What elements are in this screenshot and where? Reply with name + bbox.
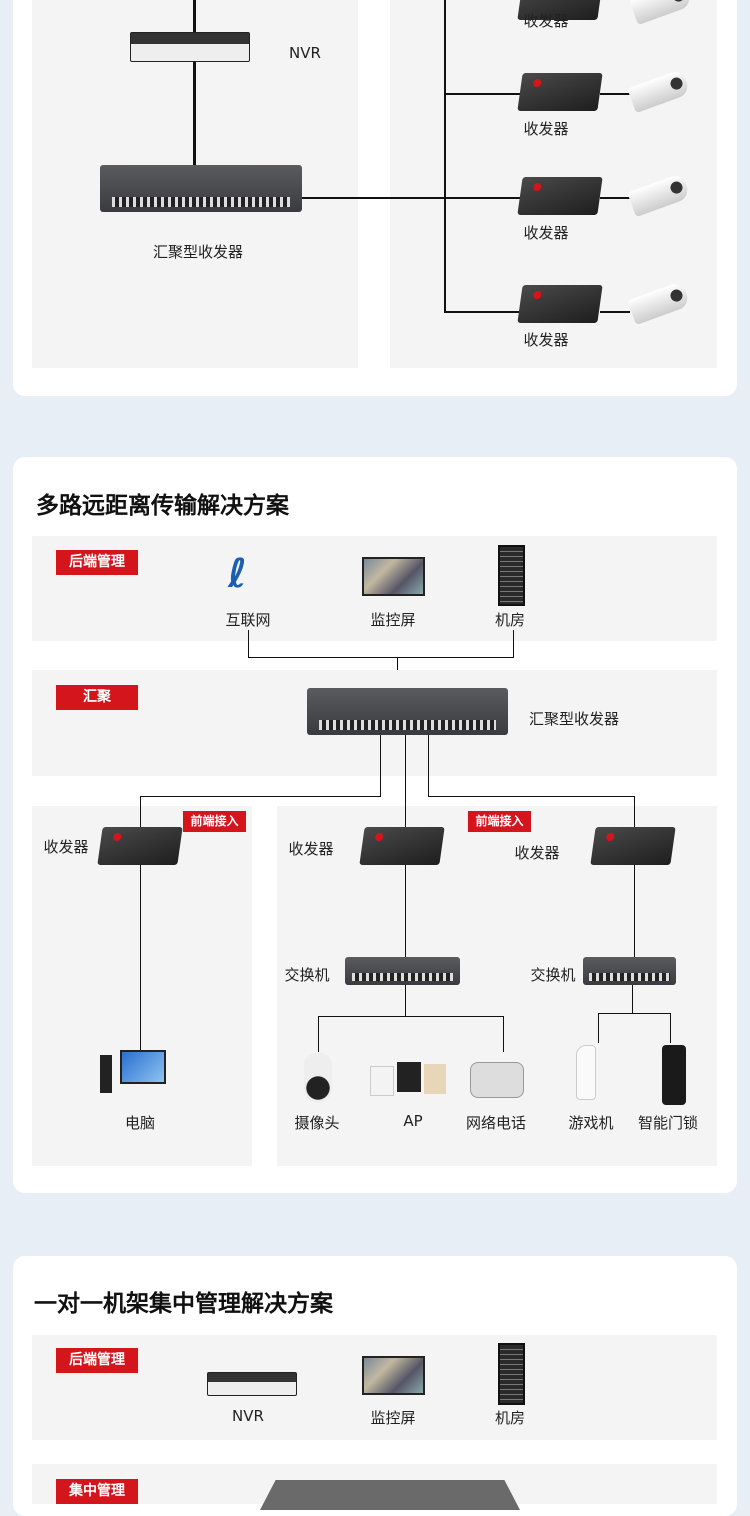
link-line [248, 630, 249, 658]
smart-lock-icon [662, 1045, 686, 1105]
transceiver-device [590, 827, 676, 865]
monitor-icon [362, 557, 425, 596]
section-title: 一对一机架集中管理解决方案 [34, 1291, 333, 1317]
server-room-label: 机房 [494, 611, 526, 629]
phone-label: 网络电话 [465, 1114, 527, 1132]
link-line [634, 796, 635, 957]
transceiver-device [97, 827, 183, 865]
pc-label: 电脑 [124, 1114, 156, 1132]
link-line [513, 630, 514, 658]
link-line [318, 1016, 319, 1052]
aggregator-label: 汇聚型收发器 [528, 710, 620, 728]
aggregator-label: 汇聚型收发器 [152, 243, 244, 261]
link-line [428, 735, 429, 797]
transceiver-device [517, 73, 603, 111]
link-line [503, 1016, 504, 1052]
link-line [670, 1013, 671, 1043]
rack-chassis-device [260, 1480, 520, 1510]
aggregator-device [100, 165, 302, 212]
switch-label: 交换机 [530, 966, 576, 984]
link-line [302, 197, 447, 199]
monitor-label: 监控屏 [370, 1409, 416, 1427]
link-line [600, 93, 630, 95]
console-icon [576, 1045, 596, 1100]
camera-label: 摄像头 [294, 1114, 340, 1132]
switch-device [583, 957, 676, 985]
link-line [444, 0, 446, 313]
nvr-device [207, 1372, 297, 1396]
transceiver-device [517, 285, 603, 323]
tag-backend: 后端管理 [56, 1348, 138, 1373]
link-line [248, 657, 514, 658]
rack-icon [498, 1343, 525, 1405]
switch-label: 交换机 [284, 966, 330, 984]
monitor-label: 监控屏 [370, 611, 416, 629]
link-line [598, 1013, 599, 1043]
transceiver-device [359, 827, 445, 865]
internet-label: 互联网 [225, 611, 271, 629]
link-line [193, 0, 196, 165]
rack-icon [498, 545, 525, 606]
link-line [140, 796, 381, 797]
link-line [600, 311, 630, 313]
console-label: 游戏机 [568, 1114, 614, 1132]
link-line [140, 796, 141, 1050]
aggregator-device [307, 688, 508, 735]
link-line [405, 985, 406, 1016]
nvr-label: NVR [289, 44, 321, 62]
telecom-logo-icon: ℓ [228, 551, 247, 597]
server-room-label: 机房 [494, 1409, 526, 1427]
transceiver-label: 收发器 [523, 12, 569, 30]
ap-icon [397, 1062, 421, 1092]
link-line [600, 197, 630, 199]
transceiver-label: 收发器 [523, 331, 569, 349]
tag-aggregate: 汇聚 [56, 685, 138, 710]
ap-icon [370, 1066, 394, 1096]
link-line [444, 311, 524, 313]
pc-monitor-icon [120, 1050, 166, 1084]
link-line [318, 1016, 504, 1017]
monitor-icon [362, 1356, 425, 1395]
transceiver-label: 收发器 [43, 838, 89, 856]
link-line [428, 796, 635, 797]
pc-tower-icon [100, 1055, 112, 1093]
link-line [444, 197, 524, 199]
dome-camera-icon [304, 1053, 332, 1103]
nvr-device [130, 32, 250, 62]
switch-device [345, 957, 460, 985]
transceiver-label: 收发器 [523, 224, 569, 242]
link-line [632, 985, 633, 1013]
phone-icon [470, 1062, 524, 1098]
tag-central: 集中管理 [56, 1479, 138, 1504]
link-line [444, 93, 524, 95]
tag-front: 前端接入 [468, 811, 531, 832]
ap-icon [424, 1064, 446, 1094]
panel-front-right [277, 806, 717, 1166]
tag-backend: 后端管理 [56, 550, 138, 575]
transceiver-label: 收发器 [514, 844, 560, 862]
transceiver-device [517, 177, 603, 215]
transceiver-label: 收发器 [288, 840, 334, 858]
panel-front-left [32, 806, 252, 1166]
link-line [598, 1013, 671, 1014]
nvr-label: NVR [232, 1407, 264, 1425]
ap-label: AP [403, 1112, 423, 1130]
lock-label: 智能门锁 [637, 1114, 699, 1132]
link-line [380, 735, 381, 797]
transceiver-label: 收发器 [523, 120, 569, 138]
tag-front: 前端接入 [183, 811, 246, 832]
section-title: 多路远距离传输解决方案 [36, 493, 289, 519]
